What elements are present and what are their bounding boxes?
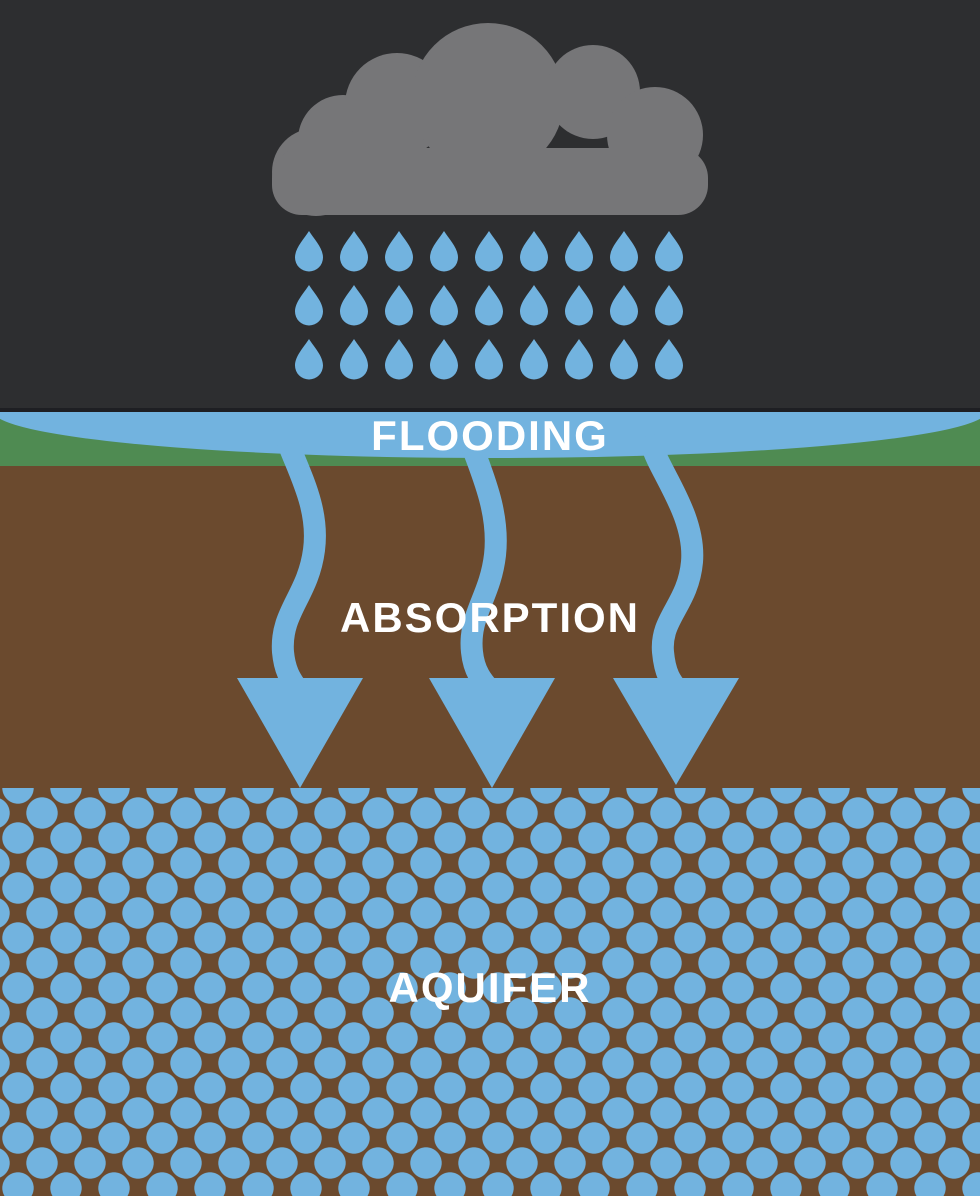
raindrop-icon [295,231,323,272]
raindrop-icon [520,285,548,326]
raindrop-icon [565,231,593,272]
raindrop-icon [295,339,323,380]
absorption-label: ABSORPTION [339,594,640,641]
raindrop-icon [340,285,368,326]
raindrop-icon [430,285,458,326]
raindrop-icon [520,339,548,380]
raindrop-icon [610,285,638,326]
raindrop-icon [565,339,593,380]
raindrop-icon [430,339,458,380]
raindrop-icon [655,285,683,326]
raindrop-icon [610,339,638,380]
raindrop-icon [565,285,593,326]
raindrop-icon [430,231,458,272]
raindrop-icon [610,231,638,272]
raindrop-icon [340,339,368,380]
raindrop-icon [655,231,683,272]
raindrop-icon [295,285,323,326]
raindrop-icon [385,339,413,380]
raindrop-icon [520,231,548,272]
aquifer-label: AQUIFER [388,964,592,1011]
raindrop-icon [340,231,368,272]
raindrop-icon [385,285,413,326]
raindrop-icon [655,339,683,380]
raindrop-icon [475,285,503,326]
raindrop-icon [475,339,503,380]
raindrop-icon [475,231,503,272]
raindrop-icon [385,231,413,272]
rain-cloud-icon [272,23,708,216]
rain-drops [295,230,683,380]
flooding-label: FLOODING [371,412,609,459]
sky-section [0,0,980,412]
aquifer-section [0,788,980,1196]
